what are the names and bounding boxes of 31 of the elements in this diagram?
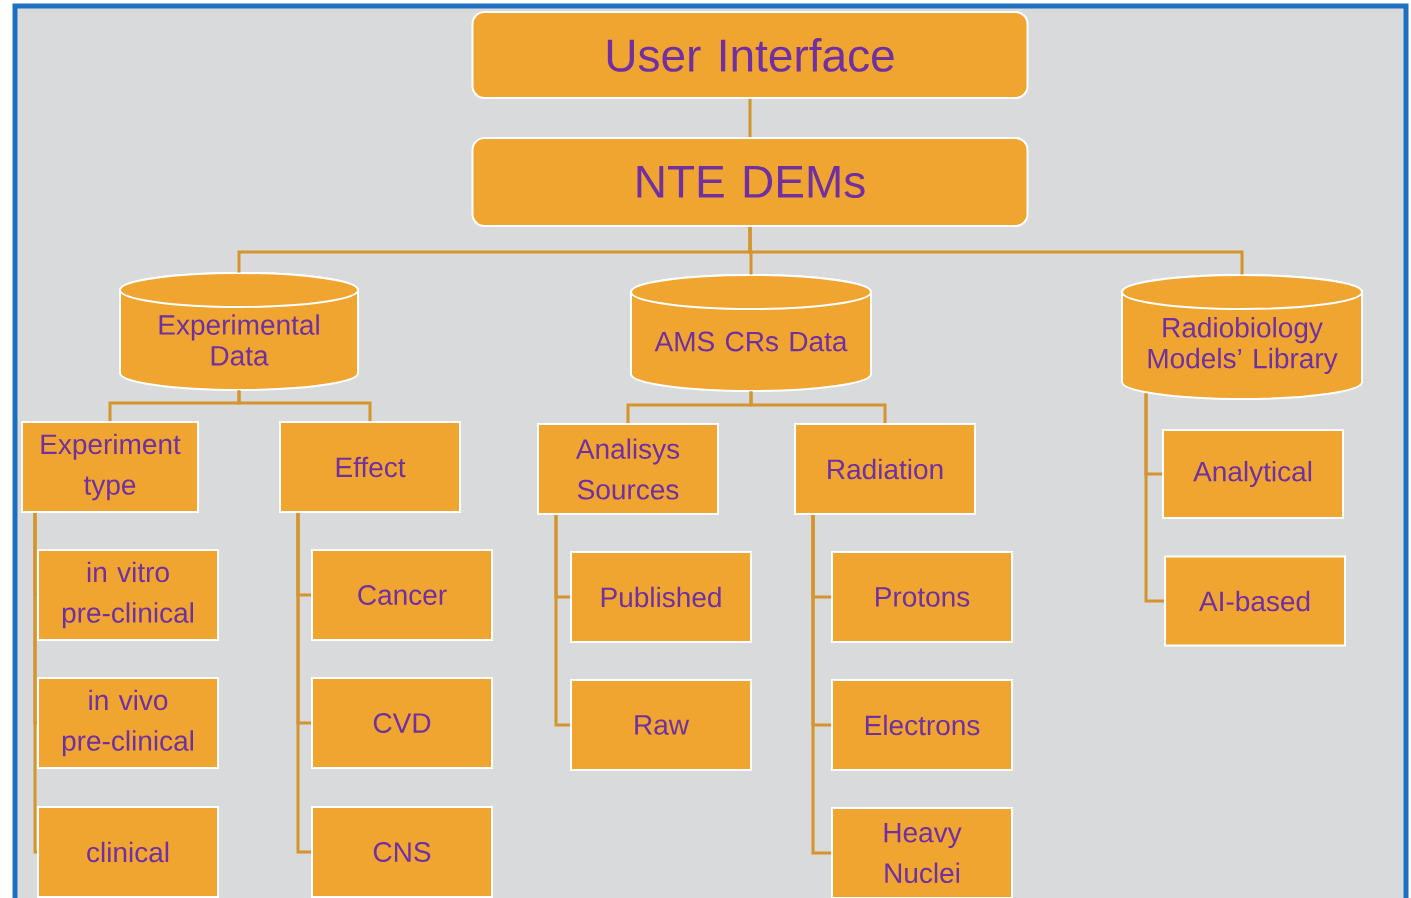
- category-box: Radiation: [794, 423, 976, 515]
- connector-line: [1144, 393, 1164, 603]
- category-box: CVD: [311, 677, 493, 769]
- title-box: NTE DEMs: [471, 137, 1029, 227]
- category-box: Heavy Nuclei: [831, 807, 1013, 898]
- category-box: Protons: [831, 551, 1013, 643]
- category-box: Raw: [570, 679, 752, 771]
- category-box: Analisys Sources: [537, 423, 719, 515]
- category-box: clinical: [37, 806, 219, 898]
- category-box: Cancer: [311, 549, 493, 641]
- connector-line: [749, 391, 887, 423]
- connector-line: [811, 515, 831, 855]
- connector-line: [296, 513, 311, 854]
- category-box: in vitro pre-clinical: [37, 549, 219, 641]
- connector-line: [554, 515, 570, 727]
- title-box: User Interface: [471, 11, 1029, 99]
- database-cylinder: Radiobiology Models’ Library: [1121, 274, 1364, 400]
- category-box: Effect: [279, 421, 461, 513]
- category-box: Analytical: [1162, 429, 1345, 519]
- category-box: Published: [570, 551, 752, 643]
- category-box: CNS: [311, 806, 493, 898]
- database-cylinder: AMS CRs Data: [630, 274, 872, 392]
- category-box: AI-based: [1164, 555, 1347, 647]
- connector-line: [237, 390, 372, 421]
- category-box: Experiment type: [21, 421, 199, 513]
- database-cylinder: Experimental Data: [119, 272, 359, 391]
- category-box: in vivo pre-clinical: [37, 677, 219, 769]
- connector-line: [33, 513, 38, 854]
- category-box: Electrons: [831, 679, 1013, 771]
- connector-line: [748, 99, 752, 137]
- connector-line: [748, 227, 1244, 275]
